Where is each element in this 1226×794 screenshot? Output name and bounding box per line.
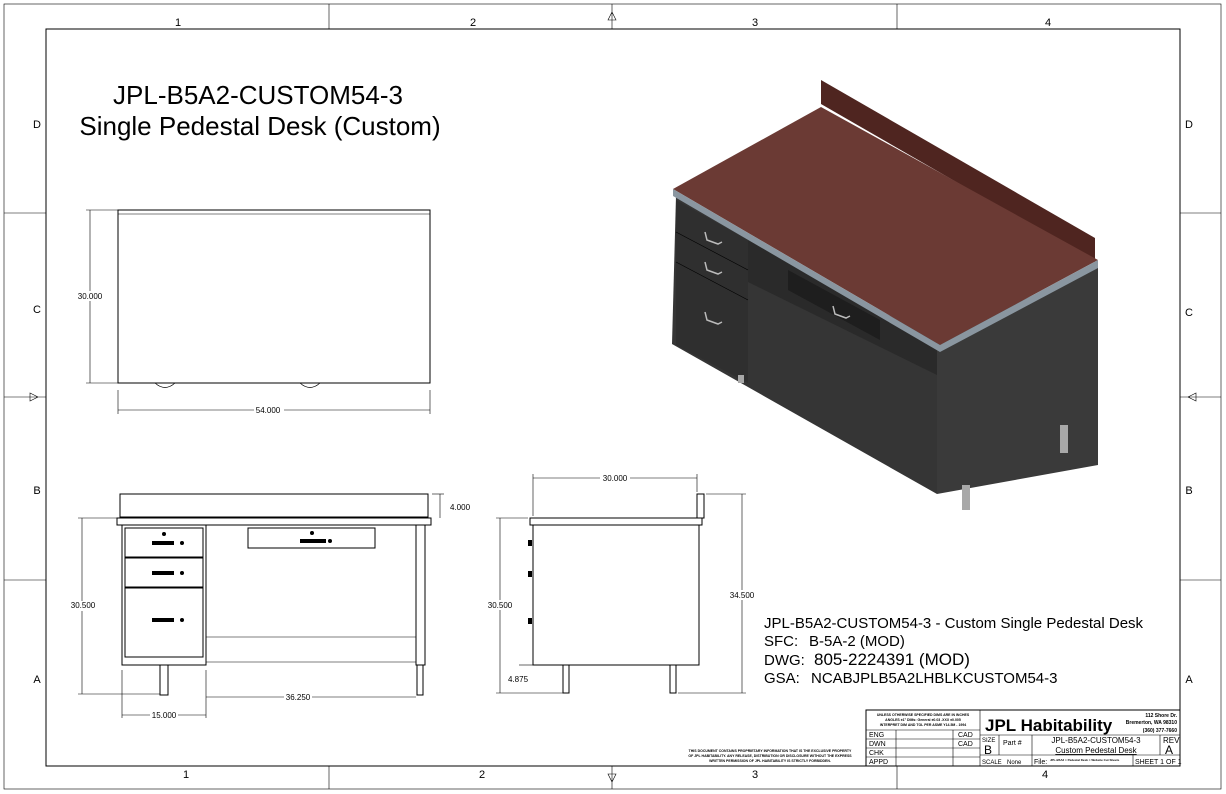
role-chk: CHK [869,750,884,757]
drawing-title: JPL-B5A2-CUSTOM54-3 [113,80,403,110]
role-eng: ENG [869,732,884,739]
tolerance-line-1: UNLESS OTHERWISE SPECIFIED DIMS ARE IN I… [877,713,970,717]
dim-side-depth: 30.000 [603,474,628,483]
address-street: 112 Shore Dr. [1145,713,1177,719]
dim-top-depth: 30.000 [78,292,103,301]
address-city: Bremerton, WA 98310 [1126,720,1177,726]
company-name: JPL Habitability [985,716,1113,735]
note-dwg-label: DWG: [764,652,805,669]
zone-row-d-left: D [33,119,41,131]
zone-col-4-bottom: 4 [1042,769,1048,781]
zone-row-c-right: C [1185,307,1193,319]
specification-notes: JPL-B5A2-CUSTOM54-3 - Custom Single Pede… [764,615,1144,687]
role-appd: APPD [869,759,888,766]
zone-col-2-top: 2 [470,17,476,29]
dim-side-base: 4.875 [508,675,529,684]
zone-row-b-left: B [33,485,40,497]
dim-front-height: 30.500 [71,601,96,610]
dim-backsplash: 4.000 [450,503,471,512]
file-label: File: [1034,759,1047,766]
dim-knee-width: 36.250 [286,693,311,702]
sheet-number: SHEET 1 OF 1 [1135,759,1182,766]
note-gsa-label: GSA: [764,670,800,687]
note-sfc-label: SFC: [764,633,798,650]
proprietary-line-1: THIS DOCUMENT CONTAINS PROPRIETARY INFOR… [689,749,852,753]
scale-label: SCALE [982,760,1002,766]
zone-col-4-top: 4 [1045,17,1051,29]
part-number: JPL-B5A2-CUSTOM54-3 [1051,736,1141,745]
zone-ticks [4,4,1221,789]
zone-row-b-right: B [1185,485,1192,497]
part-description: Custom Pedestal Desk [1055,746,1137,755]
zone-row-d-right: D [1185,119,1193,131]
size-value: B [984,743,992,757]
scale-value: None [1007,760,1022,766]
zone-row-c-left: C [33,304,41,316]
proprietary-line-3: WRITTEN PERMISSION OF JPL HABITABILITY I… [709,759,831,763]
dim-top-width: 54.000 [256,406,281,415]
zone-col-3-top: 3 [752,17,758,29]
dim-side-total-height: 34.500 [730,591,755,600]
file-value: JPL-B5A2 > Pedestal Desk > Website Cut S… [1050,758,1120,762]
dim-side-height: 30.500 [488,601,513,610]
tolerance-line-3: INTERPRET DIM AND TOL PER ASME Y14.5M - … [880,723,967,727]
proprietary-line-2: OF JPL HABITABILITY. ANY RELEASE, DISTRI… [688,754,852,758]
title-block: UNLESS OTHERWISE SPECIFIED DIMS ARE IN I… [865,709,1182,767]
zone-row-a-left: A [33,674,41,686]
part-label: Part # [1003,740,1022,747]
zone-row-a-right: A [1185,674,1193,686]
dim-pedestal-width: 15.000 [152,711,177,720]
isometric-desk-view [672,80,1098,510]
role-dwn: DWN [869,741,886,748]
address-phone: (360) 377-7660 [1143,728,1177,734]
rev-label: REV [1163,736,1180,745]
note-gsa-value: NCABJPLB5A2LHBLKCUSTOM54-3 [811,670,1058,687]
zone-col-1-bottom: 1 [183,769,189,781]
zone-col-3-bottom: 3 [752,769,758,781]
cad-1: CAD [958,732,973,739]
note-description: JPL-B5A2-CUSTOM54-3 - Custom Single Pede… [764,615,1144,632]
note-dwg-value: 805-2224391 (MOD) [814,650,970,669]
note-sfc-value: B-5A-2 (MOD) [809,633,905,650]
size-label: SIZE [982,738,995,744]
tolerance-line-2: ANGLES ±1° DIMs: General ±0.03 .XXX ±0.0… [885,718,961,722]
inner-border [45,28,1181,767]
rev-value: A [1165,743,1173,757]
front-view: 30.500 4.000 15.000 36.250 [68,493,471,720]
cad-2: CAD [958,741,973,748]
zone-col-2-bottom: 2 [479,769,485,781]
top-view: 30.000 54.000 [76,209,431,415]
side-view: 30.000 34.500 30.500 4.875 [486,473,756,694]
drawing-subtitle: Single Pedestal Desk (Custom) [79,111,440,141]
zone-col-1-top: 1 [175,17,181,29]
proprietary-notice: THIS DOCUMENT CONTAINS PROPRIETARY INFOR… [688,749,852,763]
outer-frame [3,3,1222,790]
